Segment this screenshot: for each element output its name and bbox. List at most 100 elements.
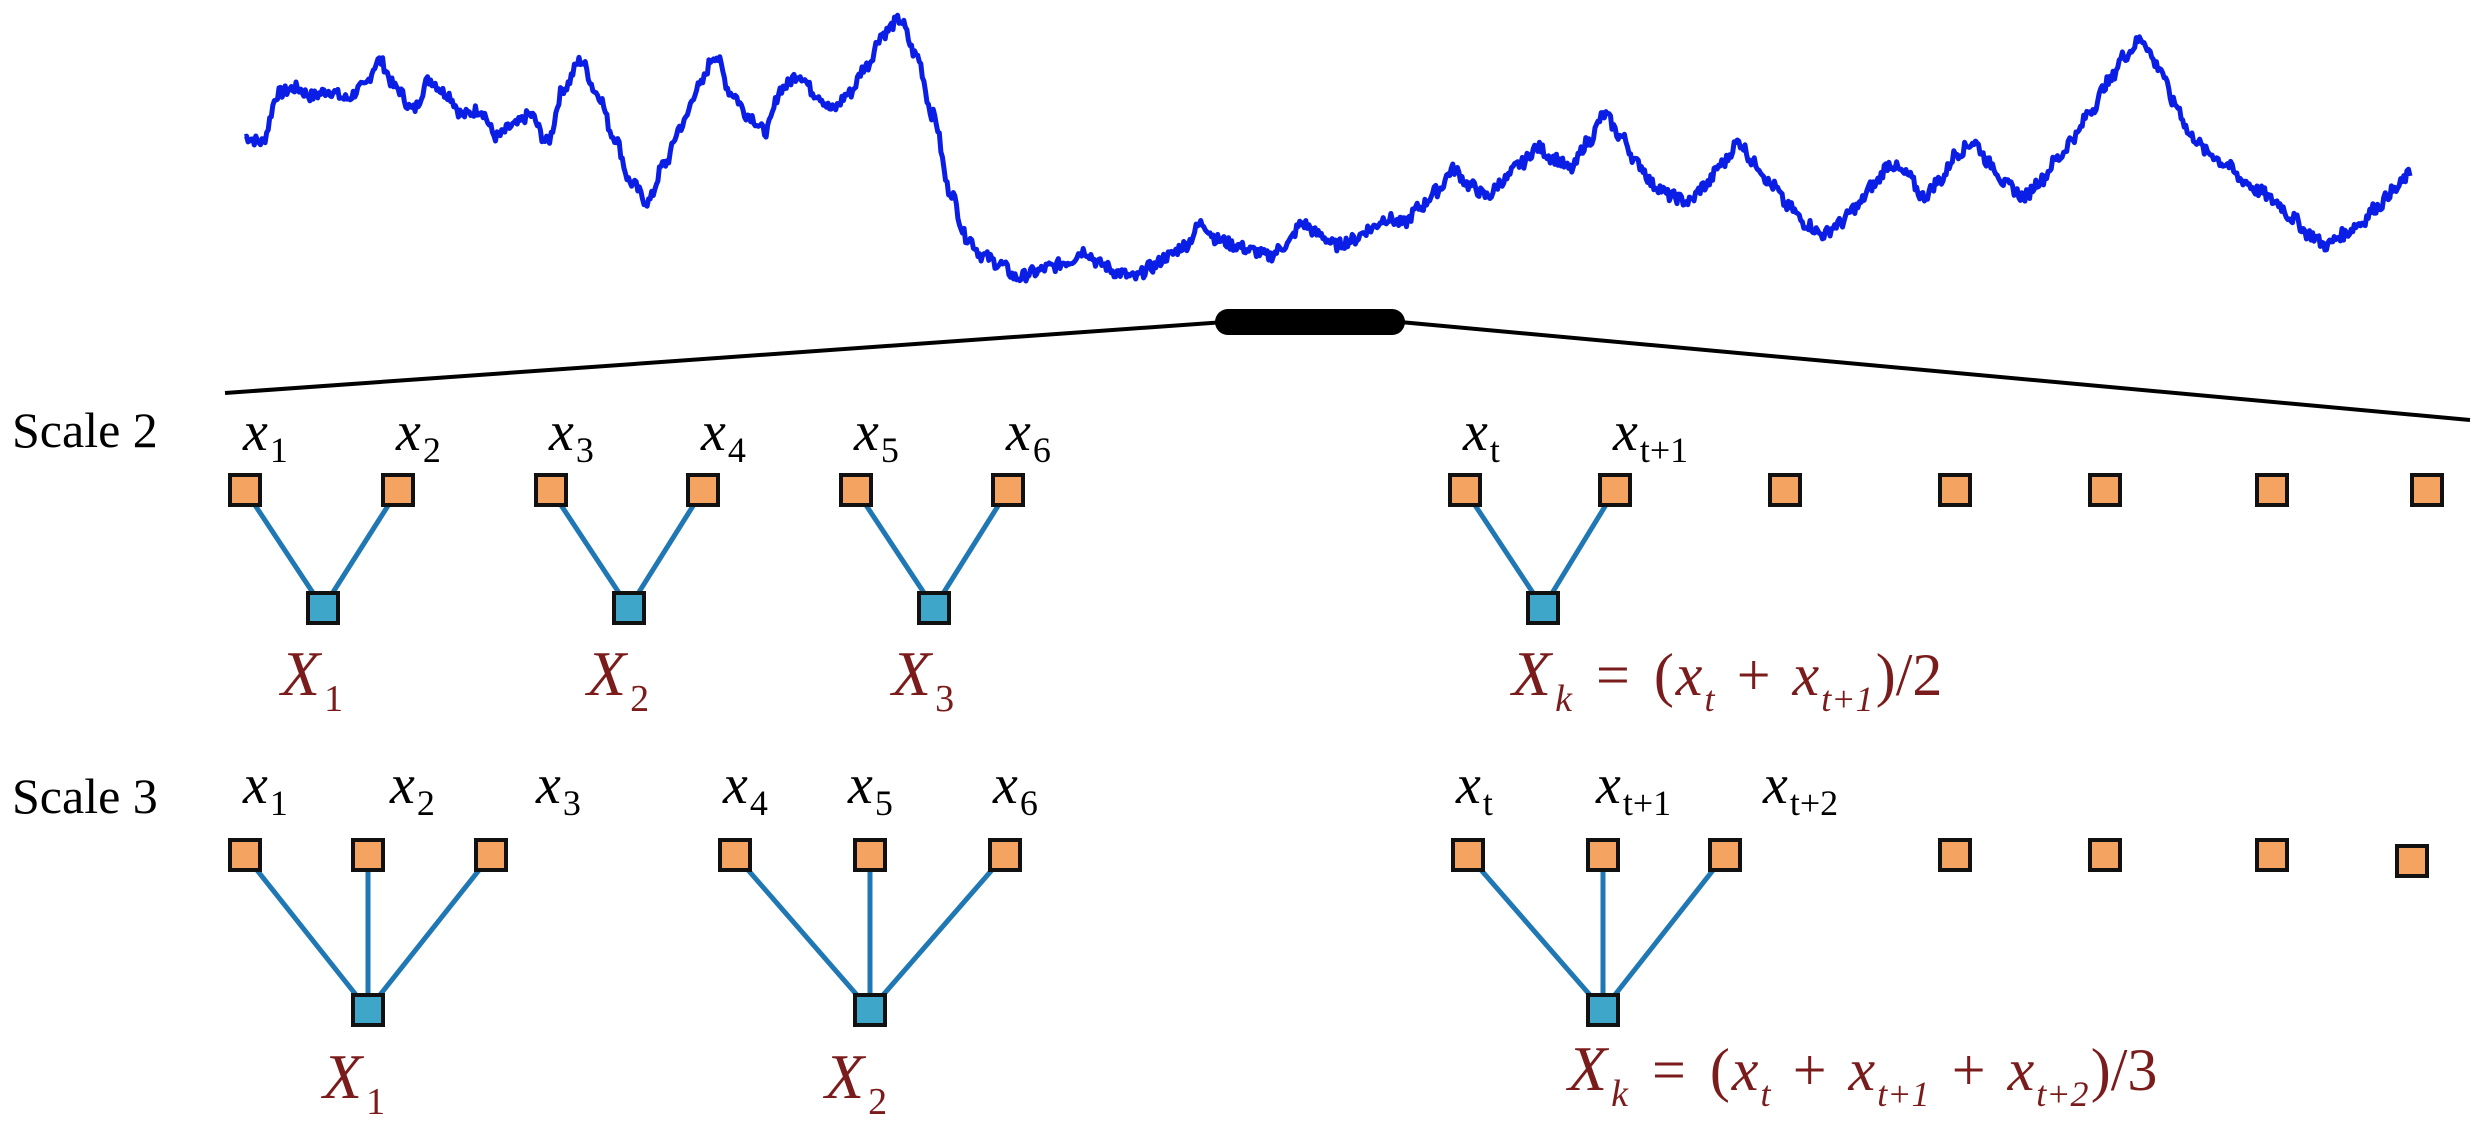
variable-symbol: x [395, 401, 421, 463]
variable-subscript: 1 [270, 783, 288, 823]
input-node [2088, 838, 2122, 872]
variable-subscript: 6 [1020, 783, 1038, 823]
variable-symbol: x [1462, 401, 1488, 463]
aggregate-node [1586, 993, 1620, 1027]
formula-term-subscript: t [1760, 1074, 1771, 1114]
variable-subscript: t+1 [1640, 430, 1688, 470]
input-node [686, 473, 720, 507]
variable-symbol: x [1595, 754, 1621, 816]
formula-term: x [1731, 1037, 1759, 1103]
variable-subscript: t+2 [1790, 783, 1838, 823]
input-label: x1 [242, 754, 288, 823]
variable-symbol: x [722, 754, 748, 816]
input-label: x2 [395, 401, 441, 470]
scale-2-label: Scale 2 [12, 402, 158, 458]
variable-symbol: x [853, 401, 879, 463]
input-node [1938, 473, 1972, 507]
input-node [1448, 473, 1482, 507]
input-label: x4 [700, 401, 746, 470]
variable-symbol: x [389, 754, 415, 816]
input-node [991, 473, 1025, 507]
formula-term: x [1675, 642, 1703, 708]
variable-symbol: x [242, 754, 268, 816]
input-node [2410, 473, 2444, 507]
aggregate-subscript: 3 [935, 678, 954, 720]
zoom-line-right [1399, 320, 2471, 422]
aggregation-edge [931, 488, 1011, 610]
aggregation-edge [242, 488, 326, 610]
variable-symbol: x [1762, 754, 1788, 816]
aggregate-subscript: 2 [868, 1081, 887, 1123]
formula-term-subscript: t+1 [1821, 679, 1873, 719]
aggregation-edge [320, 488, 401, 610]
aggregation-edge [366, 853, 493, 1012]
input-node [228, 473, 262, 507]
aggregate-subscript: 2 [630, 678, 649, 720]
formula-term-subscript: t+2 [2036, 1074, 2088, 1114]
variable-symbol: x [847, 754, 873, 816]
variable-subscript: t+1 [1623, 783, 1671, 823]
aggregate-symbol: X [584, 638, 629, 709]
formula-lhs-subscript: k [1611, 1073, 1629, 1115]
input-label: xt+2 [1762, 754, 1838, 823]
aggregation-edge [1601, 853, 1727, 1012]
input-label: x5 [847, 754, 893, 823]
formula-term: x [1792, 642, 1820, 708]
variable-subscript: 4 [728, 430, 746, 470]
aggregate-node [853, 993, 887, 1027]
input-label: xt [1462, 401, 1500, 470]
aggregate-symbol: X [320, 1041, 365, 1112]
formula-equals: = [1596, 642, 1630, 708]
input-label: xt+1 [1612, 401, 1688, 470]
zoom-line-left [224, 320, 1226, 395]
formula-lhs-subscript: k [1555, 678, 1573, 720]
variable-symbol: x [535, 754, 561, 816]
input-node [2088, 473, 2122, 507]
aggregate-subscript: 1 [324, 678, 343, 720]
input-node [228, 838, 262, 872]
variable-symbol: x [992, 754, 1018, 816]
variable-subscript: 2 [423, 430, 441, 470]
formula-equals: = [1652, 1037, 1686, 1103]
variable-symbol: x [548, 401, 574, 463]
aggregation-edge [1466, 853, 1605, 1012]
scale-3-label: Scale 3 [12, 768, 158, 824]
aggregate-node [917, 591, 951, 625]
variable-symbol: x [242, 401, 268, 463]
aggregation-edge [243, 853, 370, 1012]
formula-open-paren: ( [1654, 642, 1674, 708]
formula-term: x [1848, 1037, 1876, 1103]
input-label: x4 [722, 754, 768, 823]
input-node [839, 473, 873, 507]
variable-symbol: x [1005, 401, 1031, 463]
input-node [534, 473, 568, 507]
input-node [1938, 838, 1972, 872]
aggregation-edge [853, 488, 937, 610]
input-label: x3 [535, 754, 581, 823]
input-node [1598, 473, 1632, 507]
formula-plus: + [1737, 642, 1771, 708]
variable-subscript: 5 [875, 783, 893, 823]
formula-term-subscript: t [1704, 679, 1715, 719]
input-label: xt [1455, 754, 1493, 823]
input-node [474, 838, 508, 872]
input-label: xt+1 [1595, 754, 1671, 823]
formula-lhs: X [1565, 1033, 1610, 1104]
input-node [2255, 473, 2289, 507]
aggregate-node [306, 591, 340, 625]
variable-subscript: 6 [1033, 430, 1051, 470]
aggregate-node [1526, 591, 1560, 625]
variable-symbol: x [1455, 754, 1481, 816]
